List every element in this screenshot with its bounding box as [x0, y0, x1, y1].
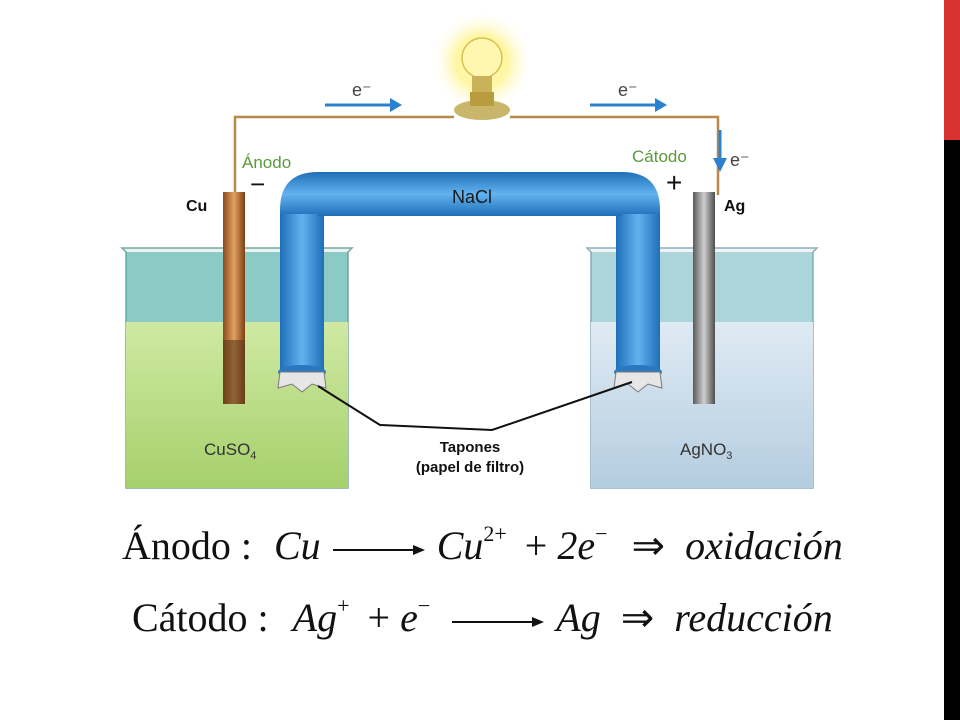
light-bulb-icon	[454, 37, 510, 120]
cathode-label: Cátodo	[632, 147, 687, 166]
cathode-equation: Cátodo : Ag+ + e− Ag ⇒ reducción	[132, 593, 833, 641]
anode-electrons: 2e	[557, 523, 596, 568]
cathode-equation-label: Cátodo :	[132, 595, 269, 640]
cathode-product: Ag	[556, 595, 601, 640]
anode-sign: −	[250, 169, 265, 199]
cathode-electron-charge: −	[417, 593, 431, 618]
electron-arrowhead-right	[655, 98, 667, 112]
plugs-label-line1: Tapones	[440, 439, 501, 456]
anode-label: Ánodo	[242, 153, 291, 172]
anode-product-charge: 2+	[483, 521, 507, 546]
cathode-electron: e	[400, 595, 418, 640]
electron-label-down: e⁻	[730, 150, 750, 170]
anode-equation-label: Ánodo :	[122, 523, 252, 568]
anode-equation: Ánodo : Cu Cu2+ + 2e− ⇒ oxidación	[122, 521, 843, 569]
copper-label: Cu	[186, 198, 207, 215]
cathode-reaction-arrow	[452, 616, 545, 627]
anode-reactant: Cu	[274, 523, 321, 568]
plug-pointer-lines	[317, 381, 633, 432]
silver-electrode	[693, 192, 715, 404]
left-filter-plug	[277, 371, 327, 393]
cathode-plus: +	[367, 595, 391, 640]
cathode-reactant: Ag	[292, 595, 338, 640]
cathode-implies: ⇒	[620, 595, 655, 640]
external-wire	[233, 115, 720, 195]
galvanic-cell-diagram: e⁻ e⁻ e⁻ NaCl Ánodo − Cu Cátodo	[120, 10, 819, 489]
electron-arrowhead-down	[713, 158, 727, 172]
electron-arrowhead-left	[390, 98, 402, 112]
salt-bridge	[278, 172, 662, 379]
copper-electrode-submerged	[223, 340, 245, 404]
right-solution-label: AgNO3	[680, 440, 732, 462]
anode-reaction-arrow	[332, 544, 425, 555]
electron-label-left: e⁻	[352, 80, 372, 100]
cathode-reactant-charge: +	[337, 593, 350, 618]
anode-implies: ⇒	[631, 523, 666, 568]
left-solution-label: CuSO4	[204, 440, 256, 462]
bridge-label: NaCl	[452, 187, 492, 207]
anode-plus: +	[524, 523, 548, 568]
anode-process: oxidación	[685, 523, 843, 568]
right-edge-accent	[944, 0, 960, 140]
right-edge-bar	[944, 0, 960, 720]
silver-label: Ag	[724, 198, 745, 215]
plugs-label-line2: (papel de filtro)	[416, 459, 524, 476]
anode-product: Cu	[436, 523, 484, 568]
anode-electrons-charge: −	[595, 521, 608, 546]
cathode-sign: +	[666, 167, 682, 198]
cathode-process: reducción	[674, 595, 833, 640]
electron-label-right: e⁻	[618, 80, 638, 100]
